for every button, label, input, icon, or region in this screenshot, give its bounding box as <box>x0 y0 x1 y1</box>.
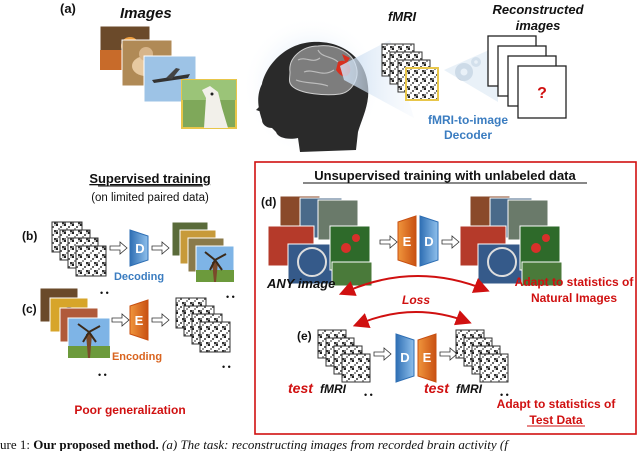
any-image-label: ANY image <box>266 276 335 291</box>
figure-caption: ure 1: Our proposed method. (a) The task… <box>0 437 640 451</box>
decoder-letter-e: D <box>400 350 409 365</box>
arrow-b2 <box>151 241 170 255</box>
label-b: (b) <box>22 229 37 243</box>
reconstructed-title-line2: images <box>516 18 561 33</box>
dots-c-right: • • <box>222 362 231 372</box>
label-a: (a) <box>60 1 76 16</box>
loss-arrow-fmri <box>352 310 472 329</box>
supervised-subtitle: (on limited paired data) <box>91 192 209 204</box>
photo-stack-input <box>99 25 237 129</box>
dots-e-left: • • <box>364 390 373 400</box>
dots-c-left: • • <box>98 370 107 380</box>
fmri-word-right: fMRI <box>456 382 483 396</box>
caption-italic: (a) The task: reconstructing images from… <box>158 437 508 451</box>
reconstructed-stack <box>487 35 567 119</box>
adapt-test-line2: Test Data <box>529 413 582 427</box>
arrow-d1 <box>379 235 398 249</box>
fmri-stack-top <box>381 43 439 101</box>
encoder-letter-c: E <box>135 313 144 328</box>
photo-stack-b <box>171 221 235 283</box>
fmri-stack-e-output <box>455 329 509 383</box>
arrow-c2 <box>151 313 170 327</box>
label-c: (c) <box>22 302 37 316</box>
images-title: Images <box>120 5 172 22</box>
arrow-c1 <box>111 313 130 327</box>
label-d: (d) <box>261 195 276 209</box>
supervised-title: Supervised training <box>89 171 210 186</box>
photo-collage-input <box>267 195 373 287</box>
dots-e-right: • • <box>500 390 509 400</box>
fmri-stack-b <box>51 221 107 277</box>
poor-generalization-label: Poor generalization <box>74 403 185 417</box>
encoder-letter-d: E <box>403 234 412 249</box>
fmri-title: fMRI <box>388 9 417 24</box>
decoder-shape-d <box>419 215 439 267</box>
encoder-letter-e: E <box>423 350 432 365</box>
encoder-shape-d <box>397 215 417 267</box>
photo-llama <box>181 79 237 129</box>
decoder-letter-d: D <box>424 234 433 249</box>
caption-prefix: ure 1: <box>0 437 34 451</box>
arrow-e1 <box>373 347 392 361</box>
decoder-label-line2: Decoder <box>444 128 492 142</box>
fmri-stack-c <box>175 297 231 353</box>
encoder-shape-e <box>417 333 437 383</box>
decoder-label-line1: fMRI-to-image <box>428 113 508 127</box>
unsupervised-title: Unsupervised training with unlabeled dat… <box>314 168 576 183</box>
decoder-beam <box>444 46 498 102</box>
decoder-shape-b <box>129 229 149 267</box>
test-word-right: test <box>424 380 450 396</box>
loss-arrow-images <box>338 275 490 296</box>
loss-label: Loss <box>402 293 430 307</box>
photo-stack-c <box>39 287 111 359</box>
test-word-left: test <box>288 380 314 396</box>
decoder-shape-e <box>395 333 415 383</box>
unsupervised-box <box>254 161 637 435</box>
decoder-letter-b: D <box>135 241 144 256</box>
arrow-e2 <box>439 347 458 361</box>
reconstructed-title-line1: Reconstructed <box>492 2 584 17</box>
dots-b-right: • • <box>226 292 235 302</box>
arrow-d2 <box>441 235 460 249</box>
adapt-natural-line1: Adapt to statistics of <box>515 275 635 289</box>
unknown-image-mark: ? <box>537 85 547 102</box>
adapt-test-line1: Adapt to statistics of <box>497 397 617 411</box>
fmri-word-left: fMRI <box>320 382 347 396</box>
caption-bold: Our proposed method. <box>33 437 159 451</box>
arrow-b1 <box>109 241 128 255</box>
decoding-label: Decoding <box>114 271 164 283</box>
label-e: (e) <box>297 329 312 343</box>
photo-collage-output <box>459 195 563 287</box>
encoding-label: Encoding <box>112 351 162 363</box>
fmri-stack-e-input <box>317 329 371 383</box>
adapt-natural-line2: Natural Images <box>531 291 617 305</box>
dots-b-left: • • <box>100 288 109 298</box>
encoder-shape-c <box>129 299 149 341</box>
